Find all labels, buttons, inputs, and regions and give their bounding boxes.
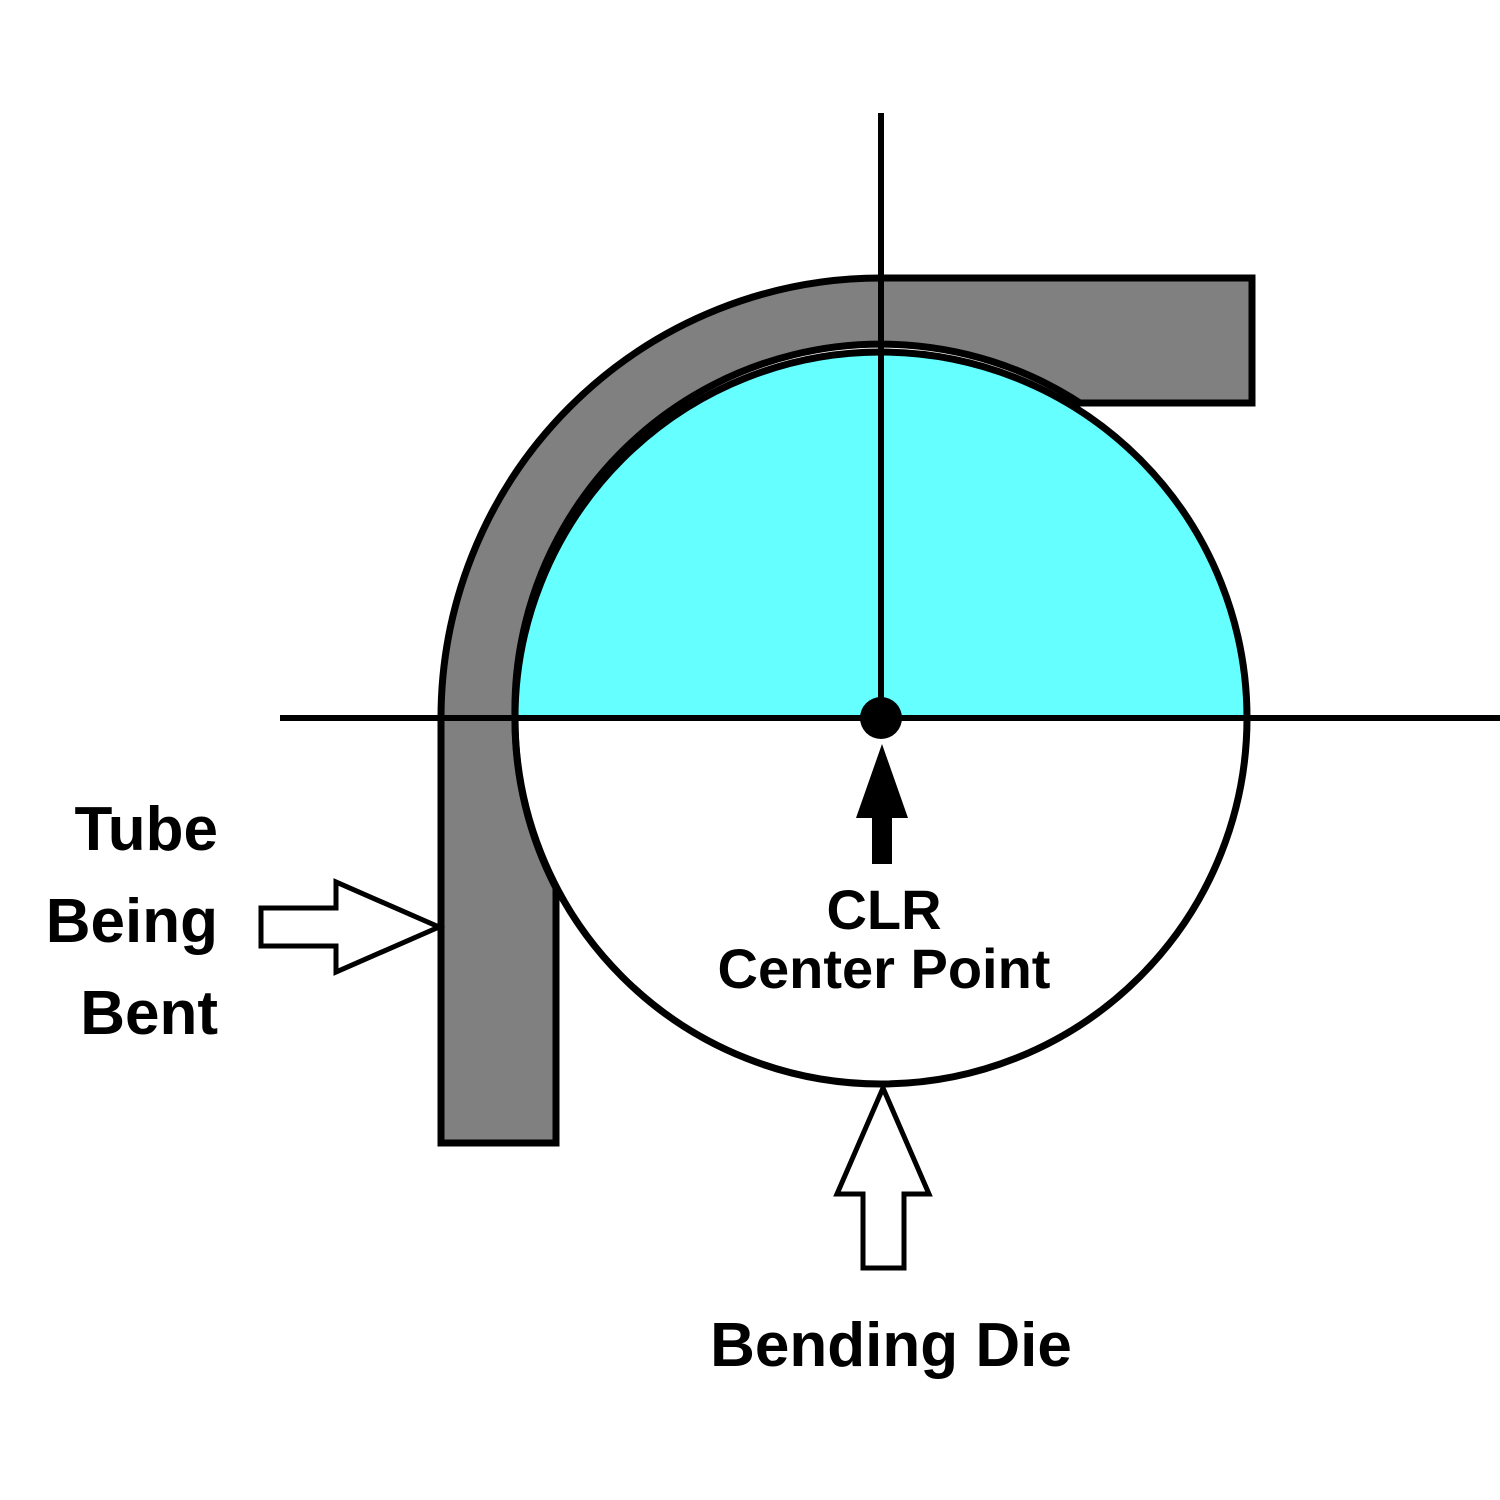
- tube-label-line-1: Tube: [75, 795, 219, 864]
- bending-die-lower-half: [515, 718, 1247, 1084]
- clr-center-point-dot: [860, 697, 902, 739]
- center-point-label: Center Point: [718, 937, 1051, 1000]
- tube-label-line-3: Bent: [80, 979, 218, 1048]
- clr-label: CLR: [826, 878, 941, 941]
- tube-pointer-arrow: [258, 878, 446, 976]
- center-point-arrow: [856, 744, 908, 864]
- bending-die-label: Bending Die: [710, 1311, 1072, 1380]
- tube-label-line-2: Being: [46, 887, 218, 956]
- die-pointer-arrow: [833, 1081, 933, 1271]
